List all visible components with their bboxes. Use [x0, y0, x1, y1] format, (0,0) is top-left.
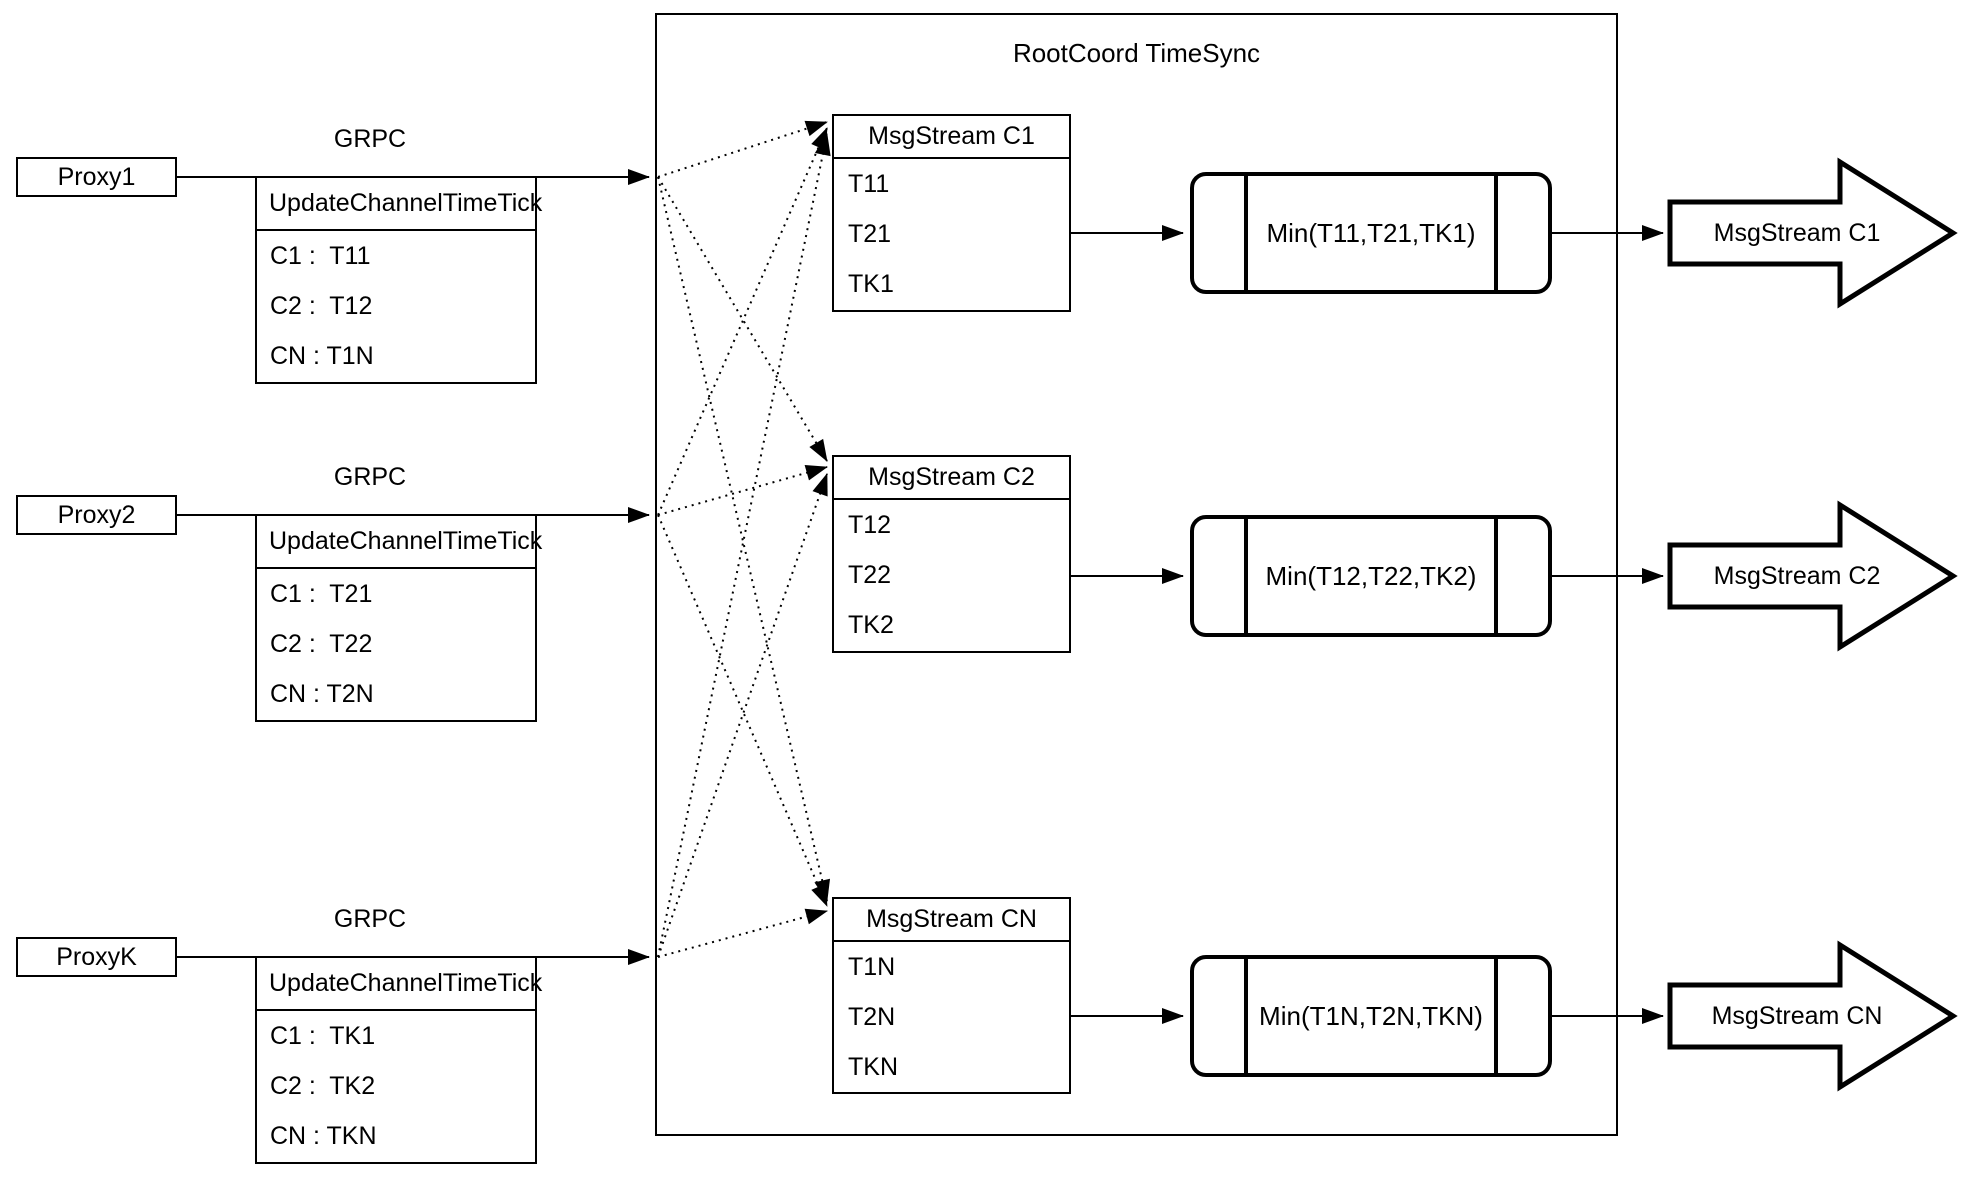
- msgstream-c2-table: MsgStream C2 T12 T22 TK2: [832, 455, 1071, 653]
- block-arrow-msgstream-c2: [1667, 500, 1958, 652]
- rootcoord-timesync-box: [655, 13, 1618, 1136]
- dotted-arrow-proxy2-to-cn: [657, 514, 828, 907]
- msgstream-cn-row: TKN: [848, 1052, 898, 1081]
- min-node-cn-label: Min(T1N,T2N,TKN): [1259, 1000, 1483, 1031]
- proxy2-table-row: CN : T2N: [270, 680, 374, 709]
- msgstream-cn-row: T1N: [848, 952, 896, 981]
- grpc-label-3: GRPC: [333, 905, 407, 933]
- msgstream-c1-table: MsgStream C1 T11 T21 TK1: [832, 114, 1071, 312]
- proxyk-table-header: UpdateChannelTimeTick: [257, 958, 542, 1011]
- proxy1-box: Proxy1: [16, 157, 177, 197]
- msgstream-cn-header: MsgStream CN: [834, 899, 1069, 942]
- msgstream-c1-row: T21: [848, 219, 892, 248]
- min-node-left-cap: [1194, 519, 1248, 633]
- proxyk-table-row: C2 : TK2: [270, 1071, 376, 1100]
- dotted-arrow-proxy2-to-c1: [657, 127, 828, 516]
- rootcoord-title: RootCoord TimeSync: [1012, 38, 1261, 68]
- min-node-right-cap: [1494, 959, 1548, 1073]
- dotted-arrow-proxy2-to-c2: [657, 465, 828, 516]
- msgstream-c1-header: MsgStream C1: [834, 116, 1069, 159]
- proxyk-table-row: C1 : TK1: [270, 1021, 376, 1050]
- proxyk-box: ProxyK: [16, 937, 177, 977]
- min-node-cn: Min(T1N,T2N,TKN): [1190, 955, 1552, 1077]
- block-arrow-msgstream-c1: [1667, 157, 1958, 309]
- min-node-c1: Min(T11,T21,TK1): [1190, 172, 1552, 294]
- min-node-left-cap: [1194, 959, 1248, 1073]
- output-msgstream-c1-label: MsgStream C1: [1713, 219, 1881, 247]
- proxy1-table-header: UpdateChannelTimeTick: [257, 178, 542, 231]
- output-msgstream-c2-label: MsgStream C2: [1713, 562, 1881, 590]
- msgstream-c2-row: T22: [848, 560, 892, 589]
- grpc-label-1: GRPC: [333, 125, 407, 153]
- dotted-arrow-proxyk-to-cn: [657, 908, 828, 958]
- block-arrow-msgstream-cn: [1667, 940, 1958, 1092]
- proxy2-table-header: UpdateChannelTimeTick: [257, 516, 542, 569]
- msgstream-c1-row: T11: [848, 169, 890, 198]
- min-node-c2-label: Min(T12,T22,TK2): [1265, 560, 1477, 591]
- dotted-arrow-proxy1-to-cn: [657, 176, 831, 902]
- dotted-arrow-proxy1-to-c2: [657, 176, 828, 462]
- msgstream-c2-header: MsgStream C2: [834, 457, 1069, 500]
- proxy1-table-row: C1 : T11: [270, 241, 371, 270]
- proxy1-table-row: CN : T1N: [270, 342, 374, 371]
- msgstream-c2-row: TK2: [848, 611, 894, 640]
- proxyk-table-row: CN : TKN: [270, 1122, 377, 1151]
- dotted-arrow-proxyk-to-c1: [657, 133, 831, 958]
- min-node-left-cap: [1194, 176, 1248, 290]
- output-msgstream-cn-label: MsgStream CN: [1711, 1002, 1883, 1030]
- dotted-arrow-proxy1-to-c1: [657, 120, 828, 178]
- msgstream-cn-table: MsgStream CN T1N T2N TKN: [832, 897, 1071, 1094]
- min-node-c2: Min(T12,T22,TK2): [1190, 515, 1552, 637]
- proxy1-table-row: C2 : T12: [270, 291, 373, 320]
- proxy1-update-table: UpdateChannelTimeTick C1 : T11 C2 : T12 …: [255, 176, 542, 384]
- grpc-label-2: GRPC: [333, 463, 407, 491]
- proxy2-table-row: C2 : T22: [270, 629, 373, 658]
- msgstream-c2-row: T12: [848, 510, 892, 539]
- proxy2-table-row: C1 : T21: [270, 579, 373, 608]
- min-node-c1-label: Min(T11,T21,TK1): [1266, 217, 1476, 248]
- min-node-right-cap: [1494, 519, 1548, 633]
- msgstream-cn-row: T2N: [848, 1002, 896, 1031]
- proxyk-update-table: UpdateChannelTimeTick C1 : TK1 C2 : TK2 …: [255, 956, 542, 1164]
- msgstream-c1-row: TK1: [848, 270, 894, 299]
- dotted-arrow-proxyk-to-c2: [657, 473, 828, 958]
- proxy2-box: Proxy2: [16, 495, 177, 535]
- min-node-right-cap: [1494, 176, 1548, 290]
- proxy2-update-table: UpdateChannelTimeTick C1 : T21 C2 : T22 …: [255, 514, 542, 722]
